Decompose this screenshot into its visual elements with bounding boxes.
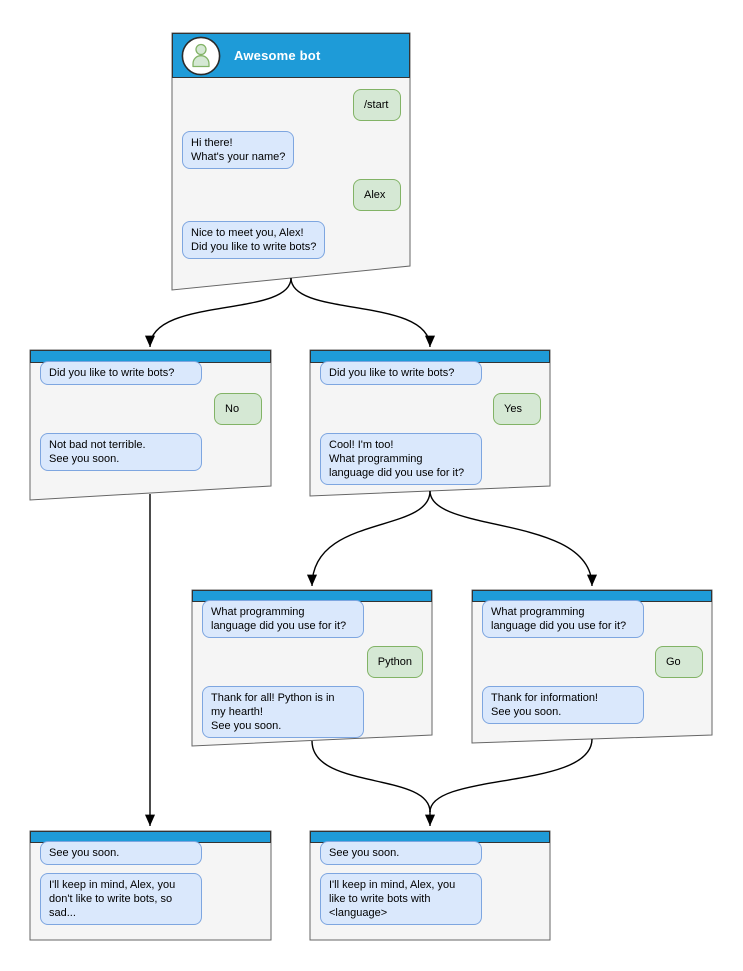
chat-window-branch-no-messages: Did you like to write bots? No Not bad n… (31, 361, 270, 471)
user-message-bubble[interactable]: Go (655, 646, 703, 678)
bot-message-bubble[interactable]: Cool! I'm too! What programming language… (320, 433, 482, 485)
edge-python-to-end-yes[interactable] (311, 740, 431, 813)
bot-message-bubble[interactable]: Hi there! What's your name? (182, 131, 295, 169)
bot-message-bubble[interactable]: What programming language did you use fo… (202, 600, 364, 638)
edge-branch-yes-to-python[interactable] (306, 490, 431, 587)
user-message-bubble[interactable]: Alex (353, 179, 401, 211)
user-message-bubble[interactable]: Python (366, 646, 423, 678)
chat-window-root-messages: /start Hi there! What's your name? Alex … (173, 78, 409, 259)
bot-message-bubble[interactable]: Not bad not terrible. See you soon. (40, 433, 202, 471)
edge-root-to-branch-yes[interactable] (290, 277, 436, 348)
bot-avatar-icon (181, 36, 221, 76)
user-message-bubble[interactable]: Yes (493, 393, 541, 425)
edge-root-to-branch-no[interactable] (144, 277, 292, 348)
chat-window-branch-go-messages: What programming language did you use fo… (473, 600, 711, 724)
bot-message-bubble[interactable]: Did you like to write bots? (320, 361, 482, 385)
chat-window-end-yes-messages: See you soon. I'll keep in mind, Alex, y… (311, 841, 549, 925)
chat-window-end-no-messages: See you soon. I'll keep in mind, Alex, y… (31, 841, 270, 925)
bot-message-bubble[interactable]: Nice to meet you, Alex! Did you like to … (182, 221, 326, 259)
edge-go-to-end-yes[interactable] (429, 738, 593, 813)
bot-message-bubble[interactable]: See you soon. (320, 841, 482, 865)
chat-window-title: Awesome bot (234, 48, 321, 63)
bot-message-bubble[interactable]: Thank for information! See you soon. (482, 686, 644, 724)
chat-window-branch-yes-messages: Did you like to write bots? Yes Cool! I'… (311, 361, 549, 485)
bot-message-bubble[interactable]: I'll keep in mind, Alex, you don't like … (40, 873, 202, 925)
bot-message-bubble[interactable]: Did you like to write bots? (40, 361, 202, 385)
user-message-bubble[interactable]: No (214, 393, 262, 425)
bot-message-bubble[interactable]: Thank for all! Python is in my hearth! S… (202, 686, 364, 738)
chat-window-branch-python-messages: What programming language did you use fo… (193, 600, 431, 738)
bot-message-bubble[interactable]: See you soon. (40, 841, 202, 865)
bot-message-bubble[interactable]: What programming language did you use fo… (482, 600, 644, 638)
bot-message-bubble[interactable]: I'll keep in mind, Alex, you like to wri… (320, 873, 482, 925)
user-message-bubble[interactable]: /start (353, 89, 401, 121)
edge-branch-yes-to-go[interactable] (429, 490, 598, 587)
chat-window-header-root[interactable]: Awesome bot (172, 33, 410, 78)
